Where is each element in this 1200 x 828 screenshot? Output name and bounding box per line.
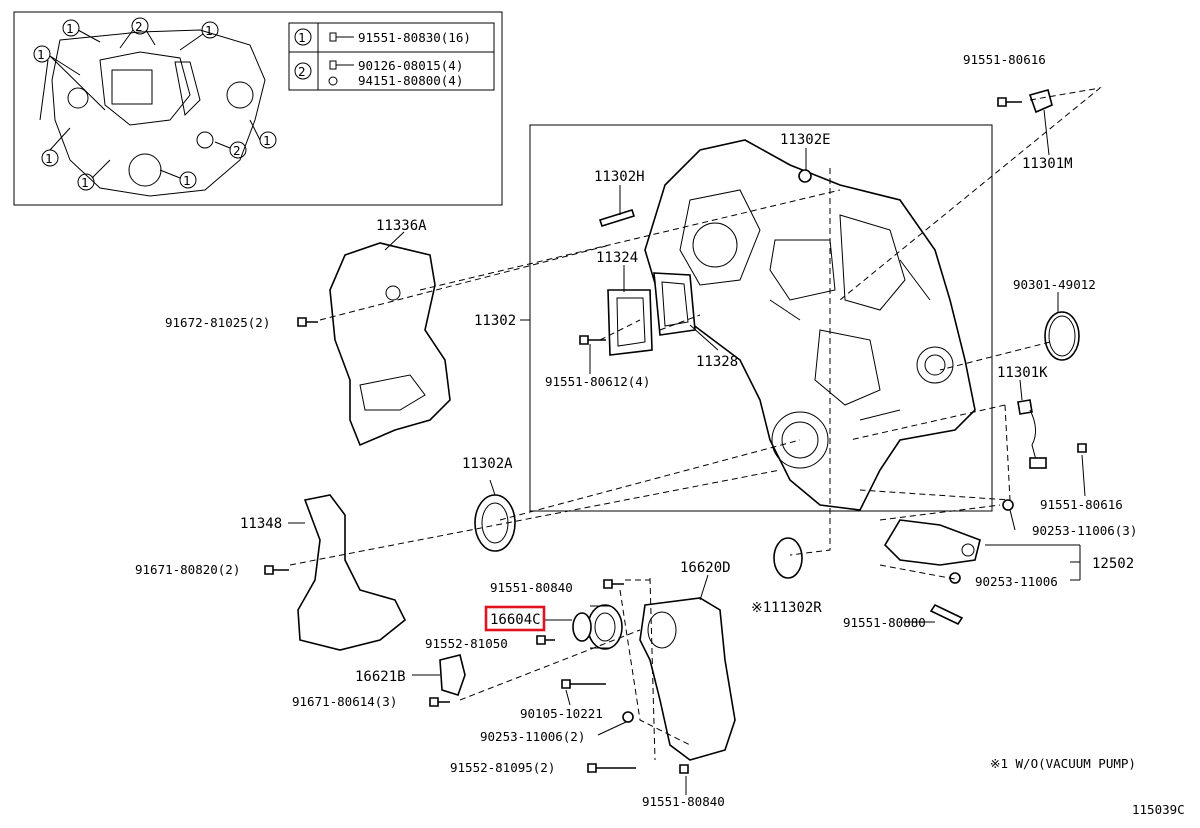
highlight-box xyxy=(484,605,546,632)
bolts xyxy=(264,97,1087,774)
callout-2-b: 2 xyxy=(229,141,247,159)
cover-group-box xyxy=(529,124,993,512)
svg-text:1: 1 xyxy=(45,151,53,166)
label-91671-80614: 91671-80614(3) xyxy=(292,694,397,709)
label-11302: 11302 xyxy=(474,313,516,329)
diagram-id: 115039C xyxy=(1132,802,1185,817)
label-11336A: 11336A xyxy=(376,218,427,234)
svg-text:1: 1 xyxy=(66,21,74,36)
timing-cover-11302 xyxy=(644,139,976,511)
sensor-11301K xyxy=(1017,399,1033,415)
gasket-11328 xyxy=(653,272,696,336)
stud-11302H xyxy=(598,209,636,227)
label-91551-80840-top: 91551-80840 xyxy=(490,580,573,595)
label-12502: 12502 xyxy=(1092,556,1134,572)
label-91551-80840-bottom: 91551-80840 xyxy=(642,794,725,809)
label-11302E: 11302E xyxy=(780,132,831,148)
label-90253-11006: 90253-11006 xyxy=(975,574,1058,589)
label-16620D: 16620D xyxy=(680,560,731,576)
legend-part-2a: 90126-08015(4) xyxy=(358,58,463,73)
svg-text:1: 1 xyxy=(183,173,191,188)
svg-text:2: 2 xyxy=(135,19,143,34)
label-11301M: 11301M xyxy=(1022,156,1073,172)
overview-inset: 1 2 1 1 1 1 1 2 1 1 2 91551-80830(16) 90… xyxy=(13,11,503,206)
legend-table: 1 2 91551-80830(16) 90126-08015(4) 94151… xyxy=(288,22,495,91)
label-90301-49012: 90301-49012 xyxy=(1013,277,1096,292)
label-91551-80616-right: 91551-80616 xyxy=(1040,497,1123,512)
plug-11302R xyxy=(773,537,803,579)
label-91551-80616-top: 91551-80616 xyxy=(963,52,1046,67)
label-11348: 11348 xyxy=(240,516,282,532)
label-11328: 11328 xyxy=(696,354,738,370)
svg-text:2: 2 xyxy=(298,64,306,79)
bracket-12502 xyxy=(883,519,981,566)
label-16621B: 16621B xyxy=(355,669,406,685)
leader-lines xyxy=(288,109,1086,795)
svg-text:2: 2 xyxy=(233,143,241,158)
label-91552-81050: 91552-81050 xyxy=(425,636,508,651)
part-labels: 11336A 91672-81025(2) 11302 11302E 11302… xyxy=(135,52,1185,817)
label-11302H: 11302H xyxy=(594,169,645,185)
idler-pulley-16604C xyxy=(572,604,623,650)
gasket-11324 xyxy=(607,289,653,356)
callout-1-d: 1 xyxy=(41,149,59,167)
legend-part-2b: 94151-80800(4) xyxy=(358,73,463,88)
svg-text:1: 1 xyxy=(81,175,89,190)
label-90253-11006-3: 90253-11006(3) xyxy=(1032,523,1137,538)
callout-1-c: 1 xyxy=(33,45,51,63)
label-91552-81095: 91552-81095(2) xyxy=(450,760,555,775)
bracket-16621B xyxy=(439,654,466,696)
plug-11302E xyxy=(798,169,812,183)
oring-90301 xyxy=(1044,311,1080,361)
label-90105-10221: 90105-10221 xyxy=(520,706,603,721)
svg-text:1: 1 xyxy=(298,30,306,45)
label-11324: 11324 xyxy=(596,250,638,266)
dash-lines xyxy=(289,87,1102,761)
callout-2-a: 2 xyxy=(131,17,149,35)
svg-text:1: 1 xyxy=(263,133,271,148)
callout-1-f: 1 xyxy=(179,171,197,189)
cover-11348 xyxy=(297,494,407,651)
label-11302A: 11302A xyxy=(462,456,513,472)
label-91551-80612: 91551-80612(4) xyxy=(545,374,650,389)
label-11301K: 11301K xyxy=(997,365,1048,381)
callout-1-b: 1 xyxy=(201,21,219,39)
cover-11336A xyxy=(329,242,451,447)
legend-part-1: 91551-80830(16) xyxy=(358,30,471,45)
label-91551-80880: 91551-80880 xyxy=(843,615,926,630)
footnote: ※1 W/O(VACUUM PUMP) xyxy=(990,756,1136,771)
label-91672-81025: 91672-81025(2) xyxy=(165,315,270,330)
svg-text:1: 1 xyxy=(37,47,45,62)
callout-1-a: 1 xyxy=(62,19,80,37)
label-91671-80820: 91671-80820(2) xyxy=(135,562,240,577)
label-16604C: 16604C xyxy=(490,612,541,628)
label-90253-11006-2: 90253-11006(2) xyxy=(480,729,585,744)
callout-1-g: 1 xyxy=(259,131,277,149)
tensioner-16620D xyxy=(639,597,736,761)
sensor-11301M xyxy=(1028,89,1053,114)
callout-1-e: 1 xyxy=(77,173,95,191)
svg-text:1: 1 xyxy=(205,23,213,38)
label-11302R: ※111302R xyxy=(751,600,822,616)
